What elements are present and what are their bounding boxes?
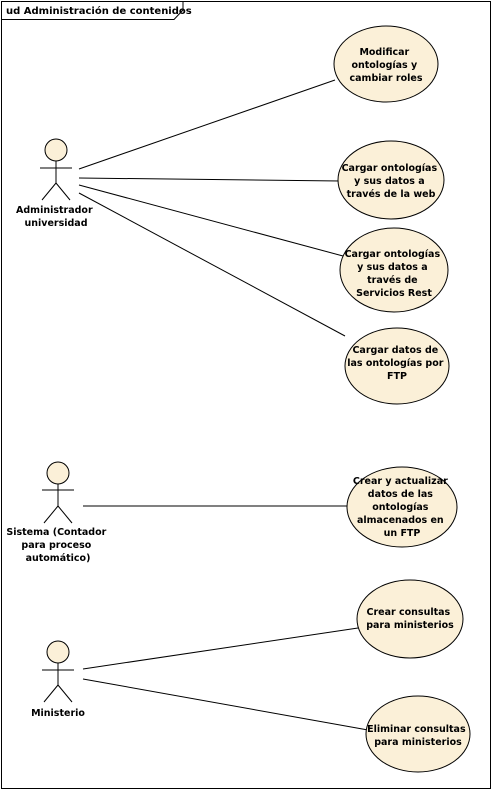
association-admin-uc2 (78, 177, 341, 182)
svg-text:Eliminar consultas para: Eliminar consultas para ministerios (367, 724, 469, 748)
svg-text:Administrador universida: Administrador universidad (16, 205, 96, 229)
actor-administrador-universidad[interactable]: Administrador universidad (16, 138, 96, 229)
use-case-label-line: para ministerios (374, 737, 462, 748)
svg-text:Crear consultas para min: Crear consultas para ministerios (366, 607, 454, 631)
actor-label-line: universidad (24, 218, 87, 229)
use-case-label-line: Crear y actualizar (353, 476, 448, 487)
use-case-label-line: Cargar ontologías (345, 249, 441, 260)
use-case-label-line: FTP (387, 371, 407, 382)
actor-ministerio[interactable]: Ministerio (31, 640, 85, 719)
use-case-label-line: Modificar (359, 47, 409, 58)
svg-text:Cargar datos de las onto: Cargar datos de las ontologías por FTP (347, 345, 447, 382)
use-case-label-line: las ontologías por (347, 358, 444, 369)
use-case-label-line: datos de las (368, 489, 433, 500)
actor-label-line: para proceso (21, 540, 91, 551)
use-case-label-line: ontologías (372, 502, 429, 513)
svg-text:Cargar ontologías y sus: Cargar ontologías y sus datos a través d… (345, 249, 444, 299)
use-case-label-line: y sus datos a (357, 262, 428, 273)
actor-head (44, 138, 68, 162)
association-admin-uc3 (78, 184, 344, 257)
use-case-label-line: y sus datos a (354, 176, 425, 187)
svg-text:Sistema (Contador para p: Sistema (Contador para proceso automátic… (6, 527, 109, 564)
association-ministerio-uc7 (82, 678, 369, 731)
use-case-label-line: Servicios Rest (356, 288, 432, 299)
actor-head (46, 461, 70, 485)
use-case-label-line: para ministerios (366, 620, 454, 631)
association-ministerio-uc6 (82, 627, 359, 670)
actor-sistema[interactable]: Sistema (Contador para proceso automátic… (6, 461, 109, 564)
actor-label-line: Ministerio (31, 708, 85, 719)
use-case-label-line: ontologías y (351, 60, 418, 71)
use-case-cargar-ontologias-rest[interactable]: Cargar ontologías y sus datos a través d… (339, 227, 449, 313)
use-case-label-line: cambiar roles (350, 73, 423, 84)
svg-text:Modificar ontologías y: Modificar ontologías y cambiar roles (350, 47, 423, 84)
association-admin-uc1 (78, 79, 336, 170)
svg-text:Crear y actualizar datos: Crear y actualizar datos de las ontologí… (353, 476, 451, 539)
use-case-label-line: través de (367, 275, 417, 286)
use-case-label-line: Crear consultas (366, 607, 450, 618)
use-case-label-line: Cargar datos de (352, 345, 438, 356)
use-case-label-line: Eliminar consultas (367, 724, 466, 735)
use-case-crear-actualizar-datos-ftp[interactable]: Crear y actualizar datos de las ontologí… (346, 466, 458, 548)
actor-head (46, 640, 70, 664)
use-case-modificar-ontologias[interactable]: Modificar ontologías y cambiar roles (333, 25, 439, 103)
use-case-label-line: Cargar ontologías (342, 163, 438, 174)
use-case-cargar-datos-ftp[interactable]: Cargar datos de las ontologías por FTP (344, 327, 450, 405)
use-case-label-line: almacenados en (357, 515, 444, 526)
use-case-label-line: un FTP (384, 528, 421, 539)
actor-label-line: Sistema (Contador (6, 527, 106, 538)
use-case-crear-consultas[interactable]: Crear consultas para ministerios (356, 579, 464, 659)
association-admin-uc4 (78, 192, 346, 337)
frame-title: ud Administración de contenidos (6, 5, 192, 17)
use-case-label-line: través de la web (347, 189, 436, 200)
frame-title-tab (1, 1, 184, 20)
actor-label-line: Administrador (16, 205, 93, 216)
svg-text:Ministerio: Ministerio (31, 708, 85, 719)
use-case-eliminar-consultas[interactable]: Eliminar consultas para ministerios (365, 695, 471, 773)
svg-text:Cargar ontologías y sus: Cargar ontologías y sus datos a través d… (342, 163, 441, 200)
actor-label-line: automático) (26, 553, 91, 564)
use-case-cargar-ontologias-web[interactable]: Cargar ontologías y sus datos a través d… (337, 140, 445, 220)
